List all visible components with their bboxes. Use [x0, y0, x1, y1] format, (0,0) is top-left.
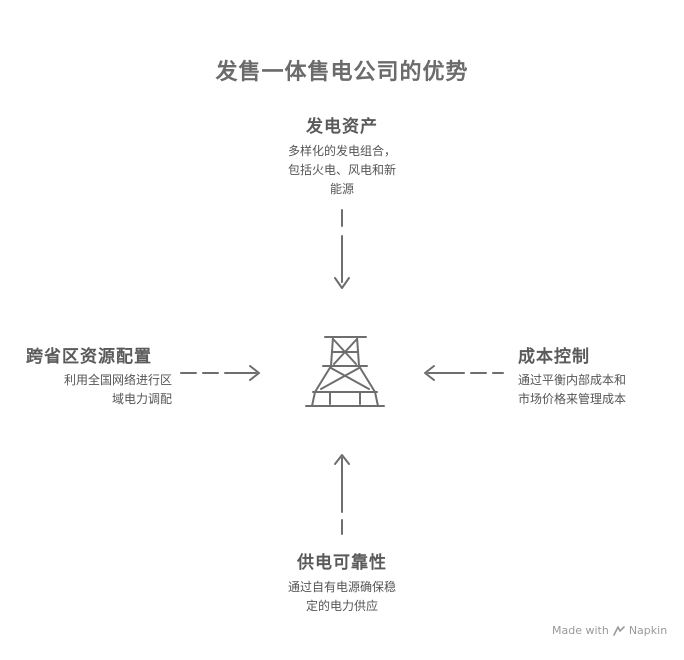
node-title-top: 发电资产	[306, 117, 378, 137]
footer-brand: Napkin	[628, 624, 668, 637]
footer-prefix: Made with	[552, 624, 609, 637]
napkin-logo-icon	[613, 625, 625, 636]
node-desc-left: 利用全国网络进行区 域电力调配	[63, 373, 172, 406]
node-title-right: 成本控制	[518, 347, 590, 367]
arrow-top-icon	[334, 209, 350, 289]
napkin-attribution[interactable]: Made with Napkin	[552, 624, 667, 637]
node-desc-bottom: 通过自有电源确保稳 定的电力供应	[287, 580, 396, 613]
arrow-left-icon	[180, 365, 260, 381]
node-title-bottom: 供电可靠性	[297, 553, 387, 573]
arrow-right-icon	[424, 365, 504, 381]
arrow-bottom-icon	[334, 454, 350, 535]
node-title-left: 跨省区资源配置	[26, 347, 152, 367]
node-desc-top: 多样化的发电组合， 包括火电、风电和新 能源	[287, 144, 396, 196]
diagram-title: 发售一体售电公司的优势	[215, 60, 469, 85]
node-desc-right: 通过平衡内部成本和 市场价格来管理成本	[518, 373, 627, 406]
transmission-tower-icon	[305, 336, 385, 407]
